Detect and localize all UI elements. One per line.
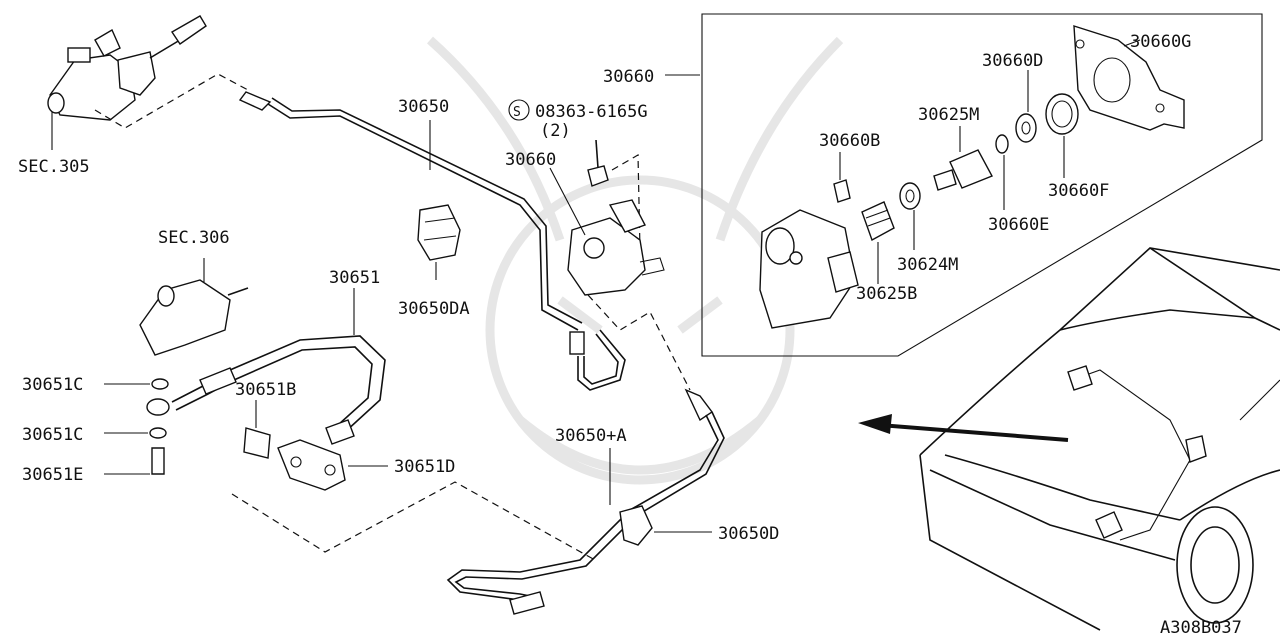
label-30625B: 30625B (856, 284, 917, 304)
label-30651C-b: 30651C (22, 425, 83, 445)
label-30651B: 30651B (235, 380, 296, 400)
boot-30625B[interactable] (861, 201, 895, 284)
label-30625M: 30625M (918, 105, 979, 125)
bracket-30651D[interactable] (231, 439, 596, 561)
clip-30651B[interactable] (243, 400, 271, 459)
master-cylinder-part[interactable] (47, 15, 249, 150)
plate-30660G[interactable] (1073, 25, 1185, 131)
screw-symbol: S (513, 105, 521, 120)
pipe-clip-30650DA[interactable] (417, 204, 461, 280)
label-30660-mid: 30660 (505, 150, 556, 170)
label-sec306: SEC.306 (158, 228, 230, 248)
figure-code: A308B037 (1160, 618, 1242, 638)
bolt-30651E[interactable] (104, 447, 165, 475)
bolt-08363-6165G[interactable] (508, 99, 641, 251)
label-30660B: 30660B (819, 131, 880, 151)
piston-30625M[interactable] (933, 126, 993, 191)
label-30650A: 30650+A (555, 426, 627, 446)
gasket-30660F[interactable] (1045, 93, 1079, 178)
leader-30660-mid (549, 167, 586, 236)
label-30651C-a: 30651C (22, 375, 83, 395)
watermark-emblem (427, 36, 844, 485)
ring-30624M[interactable] (899, 182, 921, 250)
detail-exploded-box (701, 13, 1263, 357)
washer-30651C-lower[interactable] (104, 427, 167, 439)
direction-arrow (858, 414, 1069, 442)
washer-30651C-upper[interactable] (104, 378, 169, 390)
label-30660D: 30660D (982, 51, 1043, 71)
clutch-pipe-30650A[interactable] (446, 388, 725, 615)
vehicle-outline (919, 247, 1280, 631)
release-cylinder-part[interactable] (139, 258, 249, 356)
washer-30660E[interactable] (995, 134, 1009, 210)
cylinder-body-detail[interactable] (759, 209, 859, 329)
pipe-clip-30650D[interactable] (619, 505, 712, 546)
label-30660F: 30660F (1048, 181, 1109, 201)
seal-30660D[interactable] (1015, 70, 1037, 143)
label-sec305: SEC.305 (18, 157, 90, 177)
label-30650D: 30650D (718, 524, 779, 544)
clutch-pipe-30650[interactable] (238, 91, 626, 391)
label-bolt-code: 08363-6165G (535, 102, 648, 122)
label-30660-top: 30660 (603, 67, 654, 87)
label-30650DA: 30650DA (398, 299, 470, 319)
label-30660G: 30660G (1130, 32, 1191, 52)
label-30651: 30651 (329, 268, 380, 288)
label-30651D: 30651D (394, 457, 455, 477)
label-30624M: 30624M (897, 255, 958, 275)
operating-cylinder-30660[interactable] (567, 199, 691, 391)
label-bolt-qty: (2) (540, 121, 571, 141)
label-30651E: 30651E (22, 465, 83, 485)
clutch-hose-30651[interactable] (146, 288, 386, 445)
label-30660E: 30660E (988, 215, 1049, 235)
label-30650: 30650 (398, 97, 449, 117)
bleeder-30660B[interactable] (833, 152, 851, 203)
